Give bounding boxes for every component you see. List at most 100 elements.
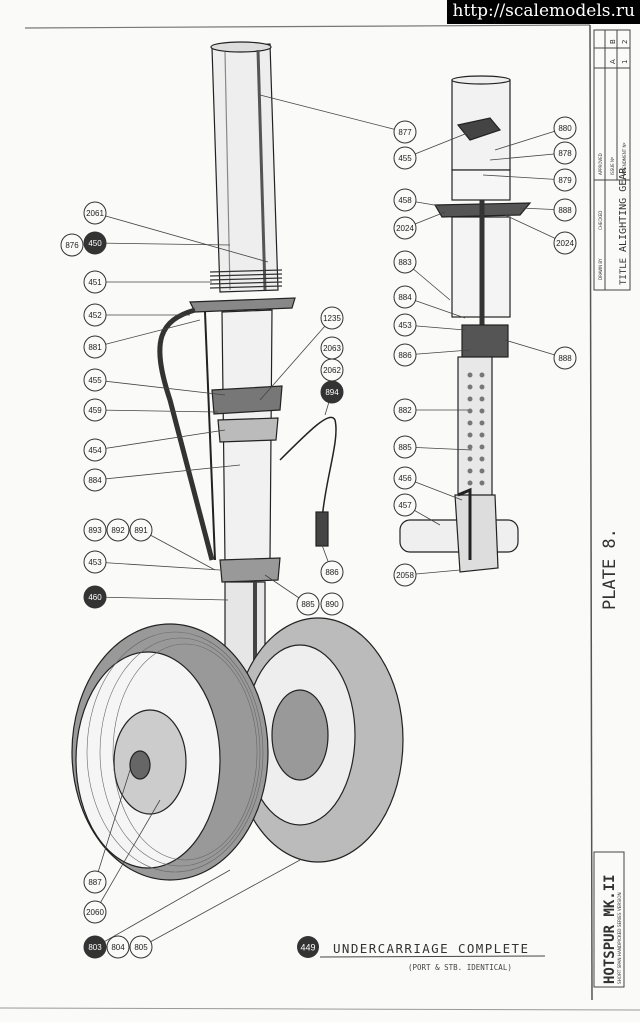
part-callout-894: 894 [320,380,344,404]
callout-circle [83,368,107,392]
part-callout-886: 886 [393,343,417,367]
callout-circle [553,198,577,222]
leader-line [94,799,161,913]
callout-circle [393,466,417,490]
part-callout-453: 453 [83,550,107,574]
callout-number: 880 [558,124,572,133]
callout-circle [83,935,107,959]
callout-number: 887 [88,878,102,887]
part-callout-2061: 2061 [83,201,107,225]
callout-number: 2062 [323,366,341,375]
part-callout-450: 450 [83,231,107,255]
part-callout-451: 451 [83,270,107,294]
part-callout-885: 885 [393,435,417,459]
part-callout-2062: 2062 [320,358,344,382]
assembly-number-badge [297,936,319,958]
sheet-border-top [24,24,591,29]
callout-circle [106,935,130,959]
approved-label: APPROVED [598,153,603,175]
callout-number: 457 [398,501,412,510]
amendment-value-1: 1 [621,60,629,64]
part-callout-880: 880 [553,116,577,140]
leader-line [140,859,301,948]
callout-circle [393,250,417,274]
leader-line [94,409,219,413]
callout-number: 886 [325,568,339,577]
callout-number: 455 [88,376,102,385]
callout-number: 459 [88,406,102,415]
checked-label: CHECKED [598,211,603,230]
callout-circle [83,900,107,924]
callout-number: 803 [88,943,102,952]
part-callout-879: 879 [553,168,577,192]
callout-number: 2058 [396,571,414,580]
callout-number: 885 [301,600,315,609]
leader-line [259,317,333,401]
strut-hole [479,396,485,402]
part-callout-891: 891 [129,518,153,542]
part-callout-2024: 2024 [553,231,577,255]
title-block: DRAWN BY CHECKED APPROVED ISSUE Nº AMEND… [593,29,631,291]
callout-circle [83,231,107,255]
part-callout-883: 883 [393,250,417,274]
callout-number: 453 [398,321,412,330]
strut-hole [467,420,473,426]
part-callout-454: 454 [83,438,107,462]
strut-hole [479,468,485,474]
part-callout-457: 457 [393,493,417,517]
callout-circle [83,398,107,422]
callout-circle [83,201,107,225]
aircraft-block: HOTSPUR MK.II SHORT SPAN HANDPICKED SERI… [593,851,625,988]
strut-hole [467,372,473,378]
callout-number: 805 [134,943,148,952]
callout-circle [553,141,577,165]
part-callout-881: 881 [83,335,107,359]
callout-circle [393,435,417,459]
part-callout-1235: 1235 [320,306,344,330]
leader-line [94,596,229,601]
leader-line [94,242,231,246]
part-callout-805: 805 [129,935,153,959]
part-callout-452: 452 [83,303,107,327]
part-callout-893: 893 [83,518,107,542]
callout-circle [393,343,417,367]
callout-number: 883 [398,258,412,267]
assembly-subtitle: (PORT & STB. IDENTICAL) [408,963,512,972]
part-callout-2058: 2058 [393,563,417,587]
strut-hole [467,432,473,438]
leader-line [94,769,131,883]
strut-hole [479,480,485,486]
callout-circle [393,493,417,517]
callout-number: 452 [88,311,102,320]
plate-label: PLATE 8. [600,528,620,610]
callout-number: 2024 [396,224,414,233]
callout-number: 877 [398,128,412,137]
part-callout-803: 803 [83,935,107,959]
callout-number: 884 [398,293,412,302]
part-callout-884: 884 [83,468,107,492]
leader-line [404,129,476,159]
callout-circle [83,870,107,894]
leader-line [94,379,226,396]
strut-hole [479,372,485,378]
leader-line [94,464,241,481]
callout-circle [553,346,577,370]
issue-value-b: B [609,39,617,44]
callout-number: 888 [558,206,572,215]
callout-circle [60,233,84,257]
sheet-border-bottom [0,1007,640,1011]
callout-circle [83,550,107,574]
callout-circle [393,398,417,422]
callout-number: 451 [88,278,102,287]
callout-circle [83,585,107,609]
callout-number: 890 [325,600,339,609]
aircraft-name: HOTSPUR MK.II [602,874,618,984]
part-callout-455: 455 [393,146,417,170]
callout-number: 455 [398,154,412,163]
part-callout-804: 804 [106,935,130,959]
strut-hole [479,384,485,390]
part-callout-2024: 2024 [393,216,417,240]
leader-line [140,529,216,571]
assembly-caption: 449 UNDERCARRIAGE COMPLETE (PORT & STB. … [297,936,546,972]
assembly-title-underline [319,955,546,958]
